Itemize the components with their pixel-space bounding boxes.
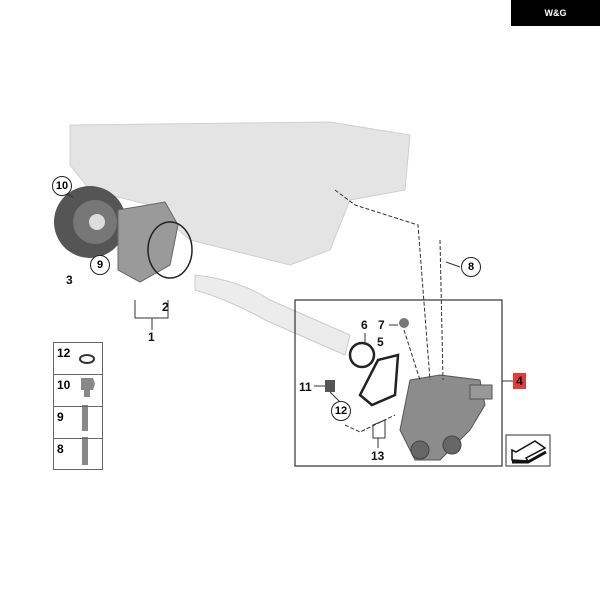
sensor-11	[325, 380, 335, 392]
o-ring-6	[348, 341, 376, 369]
callout-9[interactable]: 9	[90, 255, 110, 275]
legend-label: 8	[57, 442, 64, 456]
callout-7[interactable]: 7	[378, 318, 385, 332]
thermostat-housing	[399, 374, 486, 461]
callout-text: 12	[334, 405, 348, 417]
legend-row[interactable]: 10	[54, 375, 102, 407]
callout-8[interactable]: 8	[461, 257, 481, 277]
callout-2[interactable]: 2	[162, 300, 169, 314]
bolt-7	[399, 318, 409, 328]
assembly-box	[294, 299, 503, 467]
legend-label: 9	[57, 410, 64, 424]
legend-row[interactable]: 9	[54, 407, 102, 439]
legend-label: 12	[57, 346, 71, 360]
gasket-5	[358, 353, 400, 407]
logo-text: W&G	[544, 8, 567, 18]
callout-11[interactable]: 11	[299, 380, 312, 394]
callout-13[interactable]: 13	[371, 449, 385, 463]
legend-row[interactable]: 8	[54, 439, 102, 470]
callout-10[interactable]: 10	[52, 176, 72, 196]
callout-6[interactable]: 6	[361, 318, 368, 332]
callout-5[interactable]: 5	[377, 335, 384, 349]
legend-row[interactable]: 12	[54, 343, 102, 375]
callout-text: 8	[467, 261, 475, 273]
callout-1[interactable]: 1	[148, 330, 155, 344]
brand-logo: W&G	[511, 0, 600, 26]
legend-bolt-8	[82, 437, 88, 465]
legend-bolt-9	[82, 405, 88, 431]
pump-gasket	[147, 221, 193, 279]
water-pump	[117, 201, 179, 283]
callout-4-highlighted[interactable]: 4	[513, 373, 526, 389]
callout-text: 10	[55, 180, 69, 192]
legend-washer	[79, 354, 95, 364]
callout-3[interactable]: 3	[66, 273, 73, 287]
callout-text: 9	[96, 259, 104, 271]
legend-label: 10	[57, 378, 71, 392]
callout-text: 4	[516, 374, 523, 388]
small-parts-legend: 12 10 9 8	[53, 342, 103, 470]
coolant-pipe	[194, 274, 351, 356]
legend-plug	[81, 378, 95, 397]
callout-12[interactable]: 12	[331, 401, 351, 421]
